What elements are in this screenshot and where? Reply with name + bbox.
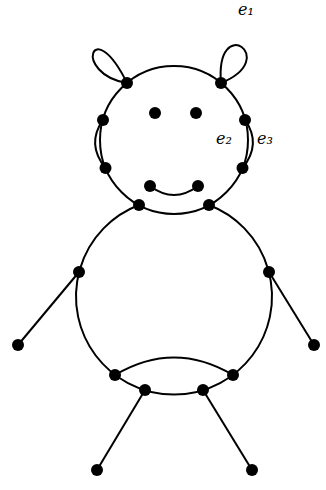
- vertex: [91, 464, 103, 476]
- vertex: [100, 162, 112, 174]
- leg-edge: [97, 390, 145, 470]
- loop-edge: [93, 49, 127, 83]
- loop-edge: [221, 45, 247, 83]
- chord-edge: [115, 358, 233, 376]
- edge-label: e₃: [257, 131, 273, 147]
- edge-label: e₁: [238, 2, 254, 18]
- arm-edge: [18, 272, 79, 345]
- vertex: [73, 266, 85, 278]
- arm-edge: [269, 272, 314, 345]
- vertex: [215, 77, 227, 89]
- parallel-edge: [95, 120, 105, 168]
- vertex: [121, 77, 133, 89]
- vertex: [109, 369, 121, 381]
- vertex: [197, 384, 209, 396]
- vertex: [144, 180, 156, 192]
- mouth-edge: [150, 186, 198, 195]
- vertex: [12, 339, 24, 351]
- vertices: [12, 77, 320, 476]
- body-cycle: [76, 205, 272, 395]
- vertex: [239, 114, 251, 126]
- vertex: [308, 339, 320, 351]
- vertex: [139, 384, 151, 396]
- vertex: [246, 464, 258, 476]
- vertex: [133, 199, 145, 211]
- vertex: [149, 107, 161, 119]
- vertex: [227, 369, 239, 381]
- vertex: [190, 107, 202, 119]
- vertex: [192, 180, 204, 192]
- vertex: [203, 199, 215, 211]
- vertex: [237, 162, 249, 174]
- parallel-edge: [243, 120, 253, 168]
- leg-edge: [203, 390, 252, 470]
- head-cycle: [100, 66, 248, 214]
- vertex: [97, 114, 109, 126]
- vertex: [263, 266, 275, 278]
- edge-label: e₂: [216, 131, 232, 147]
